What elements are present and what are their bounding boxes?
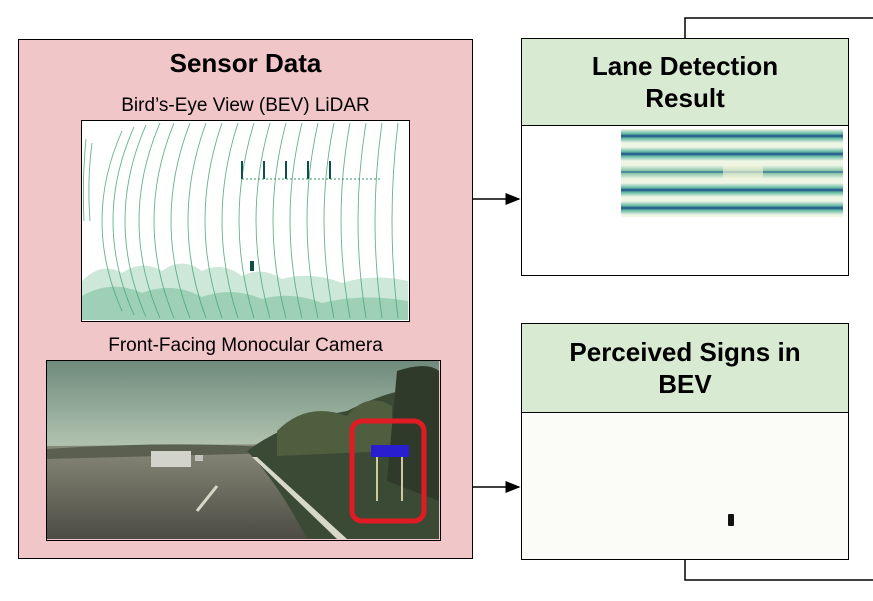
perceived-signs-image: [523, 414, 848, 559]
perceived-signs-title: Perceived Signs in BEV: [522, 324, 848, 413]
signs-title-line1: Perceived Signs in: [569, 337, 801, 367]
lidar-label: Bird’s-Eye View (BEV) LiDAR: [121, 95, 370, 116]
top-output-connector: [684, 17, 873, 38]
front-camera-image: [46, 360, 441, 541]
lane-title-line1: Lane Detection: [591, 51, 779, 81]
lane-detection-image: [523, 127, 848, 275]
lane-detection-title: Lane Detection Result: [522, 39, 848, 126]
lane-title-line2: Result: [645, 83, 725, 113]
signs-title-line2: BEV: [658, 369, 712, 399]
detected-sign-marker: [728, 514, 734, 526]
lane-detection-panel: Lane Detection Result: [521, 38, 849, 276]
camera-label: Front-Facing Monocular Camera: [108, 335, 383, 356]
sign-highlight-box: [349, 418, 427, 524]
bottom-output-connector: [684, 560, 873, 581]
perceived-signs-panel: Perceived Signs in BEV: [521, 323, 849, 560]
sensor-data-title: Sensor Data: [169, 48, 322, 78]
bev-lidar-image: [81, 120, 410, 322]
